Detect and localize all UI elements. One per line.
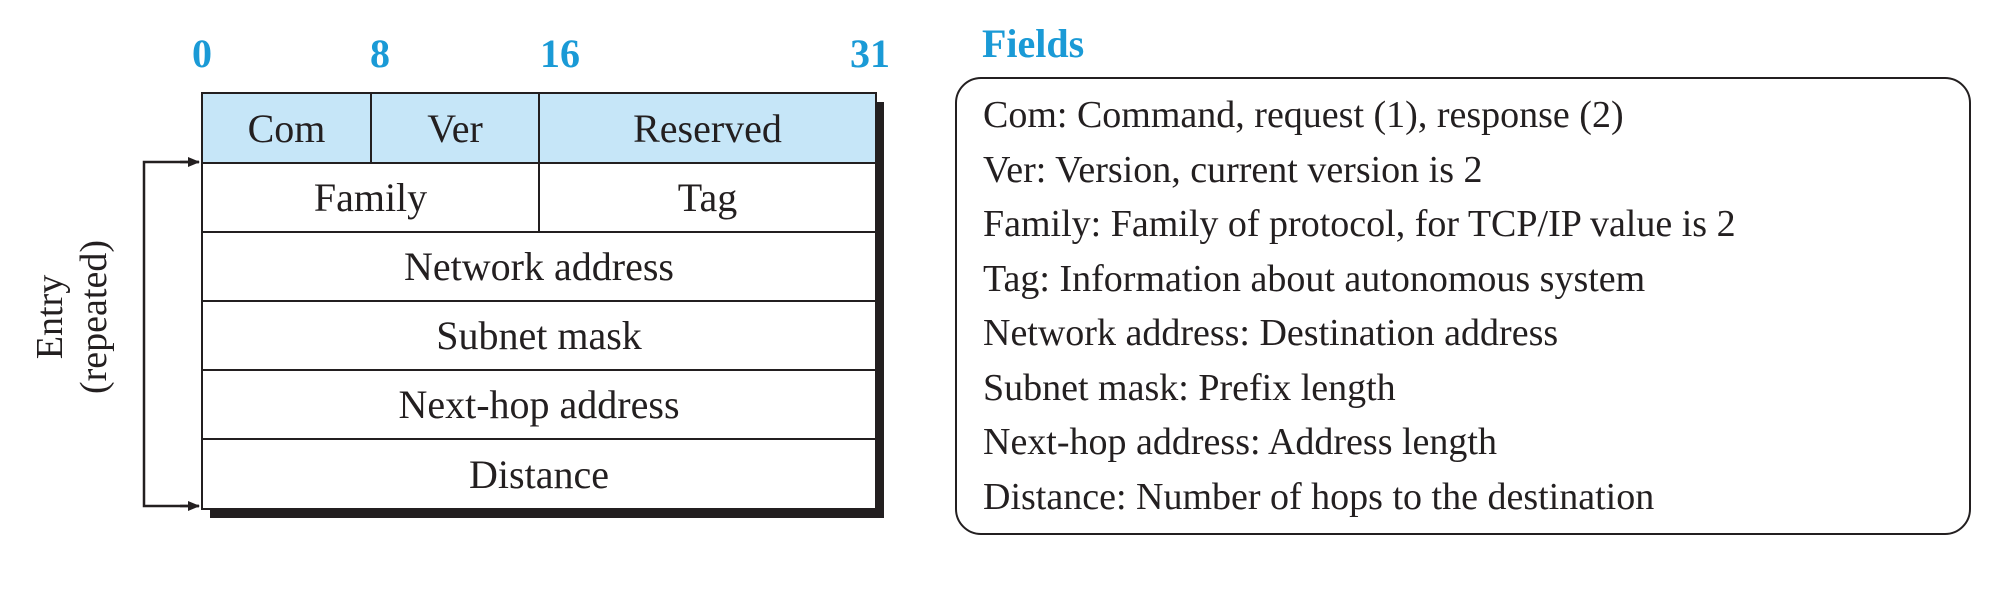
- field-desc-tag: Tag: Information about autonomous system: [983, 257, 1646, 300]
- bit-position-0: 0: [192, 31, 212, 76]
- family-field: Family: [203, 164, 540, 231]
- subnet-mask-field: Subnet mask: [436, 313, 642, 358]
- field-desc-ver: Ver: Version, current version is 2: [983, 148, 1483, 191]
- bit-position-16: 16: [540, 31, 580, 76]
- bracket-line: [142, 160, 199, 508]
- field-desc-distance: Distance: Number of hops to the destinat…: [983, 475, 1655, 518]
- com-field: Com: [203, 94, 372, 162]
- bit-position-31: 31: [850, 31, 890, 76]
- distance-row: Distance: [203, 440, 875, 508]
- field-desc-com: Com: Command, request (1), response (2): [983, 94, 1624, 136]
- tag-field: Tag: [677, 175, 738, 220]
- fields-title: Fields: [982, 21, 1085, 66]
- field-desc-next-hop: Next-hop address: Address length: [983, 421, 1497, 463]
- field-desc-network-address: Network address: Destination address: [983, 312, 1559, 354]
- entry-label-line1: Entry: [29, 274, 71, 360]
- packet-format: Com Ver Reserved Family Tag Network addr…: [201, 92, 877, 510]
- header-row: Com Ver Reserved: [203, 94, 875, 164]
- family-tag-row: Family Tag: [203, 164, 875, 233]
- next-hop-field: Next-hop address: [398, 382, 680, 427]
- entry-label-line2: (repeated): [73, 240, 115, 394]
- ver-field: Ver: [372, 94, 540, 162]
- reserved-field: Reserved: [633, 105, 782, 151]
- distance-field: Distance: [469, 451, 609, 497]
- field-desc-subnet-mask: Subnet mask: Prefix length: [983, 366, 1396, 409]
- network-address-field: Network address: [404, 244, 674, 289]
- fields-legend-box: Com: Command, request (1), response (2) …: [955, 77, 1971, 535]
- network-address-row: Network address: [203, 233, 875, 302]
- field-desc-family: Family: Family of protocol, for TCP/IP v…: [983, 203, 1736, 245]
- entry-repeated-label: Entry (repeated): [28, 240, 116, 394]
- next-hop-row: Next-hop address: [203, 371, 875, 440]
- subnet-mask-row: Subnet mask: [203, 302, 875, 371]
- bit-position-8: 8: [370, 31, 390, 76]
